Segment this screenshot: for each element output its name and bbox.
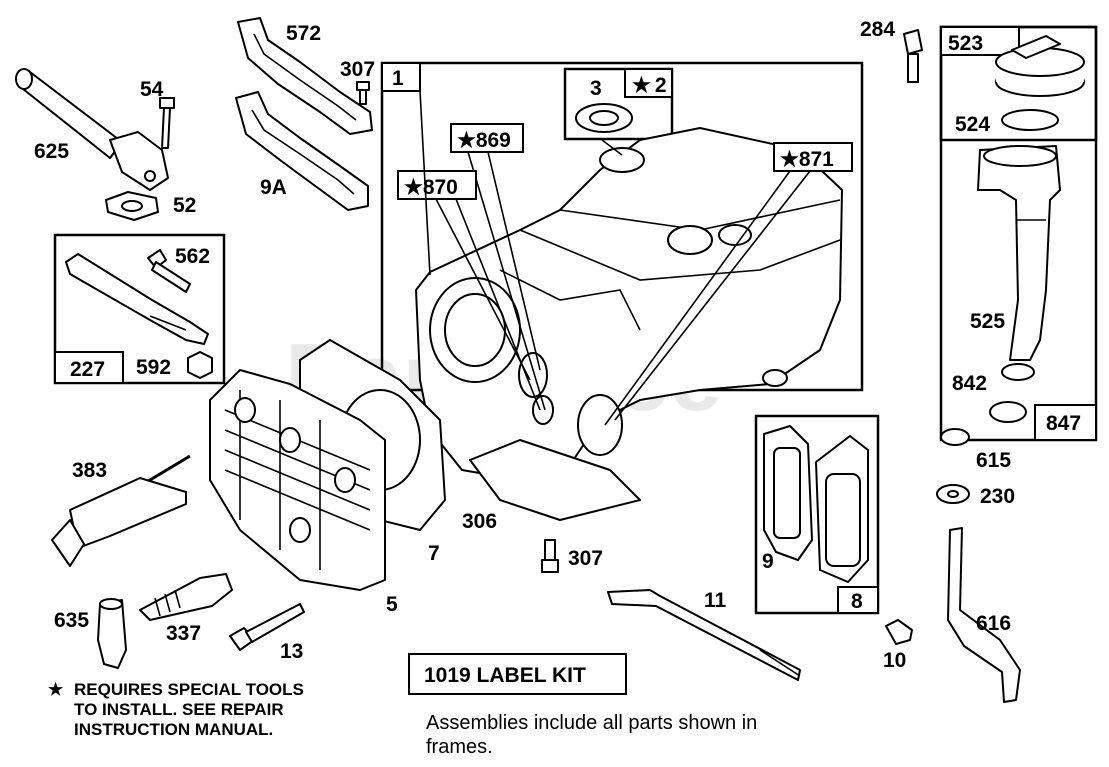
frame-1-tag (381, 62, 421, 92)
label-13: 13 (280, 640, 303, 663)
label-10: 10 (883, 649, 906, 672)
screw-307-top (356, 81, 370, 105)
label-kit-box (408, 653, 627, 695)
label-2: ★2 (632, 74, 667, 97)
frame-2-tag (624, 68, 673, 98)
label-11: 11 (704, 589, 727, 612)
boot-635 (97, 598, 127, 669)
note-line-3: INSTRUCTION MANUAL. (74, 720, 273, 739)
frame-847-tag (1034, 404, 1097, 441)
rod-11 (607, 589, 801, 681)
rod-616 (947, 527, 1021, 703)
label-307-bottom: 307 (568, 547, 603, 570)
cylinder-head-5 (209, 369, 386, 591)
frame-8-tag (837, 586, 879, 614)
gasket-306 (469, 439, 641, 521)
frame-2 (563, 67, 674, 141)
label-284: 284 (860, 18, 895, 41)
note-line-2: TO INSTALL. SEE REPAIR (74, 700, 284, 719)
oring-842 (989, 363, 1035, 423)
label-524: 524 (955, 113, 990, 136)
callout-870 (397, 170, 541, 411)
label-842: 842 (952, 372, 987, 395)
label-592: 592 (136, 356, 171, 379)
frame-8 (754, 414, 880, 615)
dipstick-tube-525 (977, 145, 1061, 361)
leader-3 (601, 139, 623, 156)
assemblies-line-1: Assemblies include all parts shown in (426, 712, 757, 734)
bolt-13 (229, 603, 305, 651)
fitting-10 (885, 619, 913, 645)
gasket-572 (237, 17, 373, 135)
cover-8 (815, 435, 869, 583)
callout-871 (604, 142, 853, 426)
label-625: 625 (34, 140, 69, 163)
label-615: 615 (976, 449, 1011, 472)
label-562: 562 (175, 245, 210, 268)
label-383: 383 (72, 459, 107, 482)
label-9a: 9A (260, 176, 287, 199)
gasket-9a (235, 91, 369, 211)
gasket-9 (763, 425, 813, 561)
label-337: 337 (166, 622, 201, 645)
label-kit-text: 1019 LABEL KIT (424, 664, 586, 687)
tool-383 (51, 454, 191, 567)
label-523: 523 (948, 32, 983, 55)
dipstick-cap-523 (995, 35, 1085, 97)
label-616: 616 (976, 612, 1011, 635)
frame-227 (53, 233, 226, 385)
label-847: 847 (1046, 412, 1081, 435)
cylinder-block (415, 127, 843, 481)
label-7: 7 (428, 542, 440, 565)
label-870: ★870 (404, 176, 458, 199)
label-525: 525 (970, 310, 1005, 333)
label-572: 572 (286, 22, 321, 45)
oring-524 (1001, 109, 1059, 131)
label-3: 3 (590, 77, 602, 100)
label-5: 5 (386, 593, 398, 616)
label-230: 230 (980, 485, 1015, 508)
note-line-1: REQUIRES SPECIAL TOOLS (74, 680, 304, 699)
callout-869 (450, 123, 546, 411)
label-227: 227 (70, 358, 105, 381)
frame-523-tag (940, 26, 1020, 56)
breather-tube-625 (15, 68, 169, 191)
bracket-227 (65, 253, 209, 345)
screw-562 (147, 249, 191, 293)
label-9: 9 (762, 550, 774, 573)
label-635: 635 (54, 609, 89, 632)
label-869: ★869 (457, 129, 511, 152)
label-306: 306 (462, 510, 497, 533)
screw-307-bottom (541, 539, 559, 573)
leader-1 (419, 90, 431, 276)
label-871: ★871 (780, 148, 834, 171)
frame-227-tag (54, 351, 124, 384)
note-star: ★ (48, 680, 64, 699)
label-8: 8 (851, 590, 863, 613)
bolt-54 (159, 97, 175, 149)
spark-plug-337 (139, 573, 233, 621)
label-1: 1 (392, 67, 404, 90)
label-54: 54 (140, 78, 164, 101)
assemblies-line-2: frames. (426, 736, 493, 758)
nut-592 (187, 351, 213, 379)
label-52: 52 (173, 194, 196, 217)
seal-3 (575, 103, 633, 133)
label-307-top: 307 (340, 58, 375, 81)
screw-284 (903, 29, 923, 83)
washer-230 (936, 484, 970, 504)
gasket-52 (105, 191, 159, 221)
washer-615 (940, 428, 970, 446)
